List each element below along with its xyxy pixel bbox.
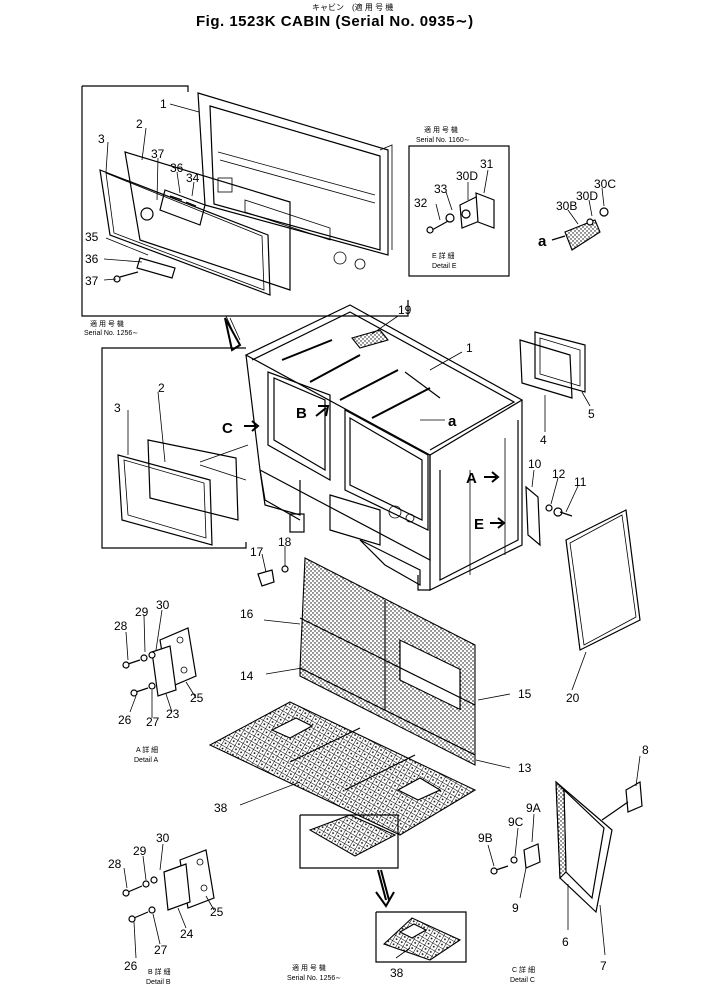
part-label-30B: 31	[480, 157, 494, 171]
part-label-30C: 32	[414, 196, 428, 210]
part-label-6: 6	[562, 935, 569, 949]
detail-a-label: Detail A	[134, 757, 158, 764]
letter-a-top: a	[538, 233, 547, 250]
part-label-10: 10	[528, 457, 542, 471]
detail-e-serial: Serial No. 1160∼	[416, 137, 470, 144]
arrow-e	[490, 517, 506, 529]
part-label-37-top: 37	[151, 147, 165, 161]
part-label-37-bottom: 37	[85, 274, 99, 288]
part-label-9B: 9B	[478, 831, 493, 845]
part-label-35: 35	[85, 230, 99, 244]
part-label-3-top: 3	[98, 132, 105, 146]
part-label-15: 15	[518, 687, 532, 701]
detail-a	[122, 609, 197, 718]
inset-top-left-serial-jp: 適 用 号 機	[90, 319, 124, 328]
arrow-a	[484, 471, 500, 483]
arrow-b	[315, 405, 330, 417]
part-label-31: 30B	[556, 199, 577, 213]
part-label-23: 23	[166, 707, 180, 721]
detail-e-label: Detail E	[432, 263, 457, 270]
part-label-1: 1	[466, 341, 473, 355]
letter-C: C	[222, 420, 233, 437]
bracket-assembly	[551, 187, 609, 251]
part-label-26-b: 26	[124, 959, 138, 973]
header-ruby: キャビン (適 用 号 機	[312, 2, 393, 12]
part-label-8: 8	[642, 743, 649, 757]
cabin-body	[127, 304, 641, 836]
detail-e-label-jp: E 詳 細	[432, 251, 455, 260]
detail-e-serial-jp: 適 用 号 機	[424, 125, 458, 134]
detail-e-box	[408, 145, 510, 277]
page-title: Fig. 1523K CABIN (Serial No. 0935∼)	[196, 13, 474, 30]
part-label-27-b: 27	[154, 943, 168, 957]
part-label-32: 30C	[594, 177, 616, 191]
part-label-14: 14	[240, 669, 254, 683]
part-label-3: 3	[114, 401, 121, 415]
part-label-13: 13	[518, 761, 532, 775]
arrow-c	[244, 420, 260, 432]
part-label-19: 19	[398, 303, 412, 317]
part-label-28-b: 28	[108, 857, 122, 871]
detail-c-label: Detail C	[510, 977, 535, 984]
detail-b	[122, 843, 215, 959]
part-label-38: 38	[214, 801, 228, 815]
part-label-17: 17	[250, 545, 264, 559]
part-label-29-a: 29	[135, 605, 149, 619]
part-label-30A: 30D	[456, 169, 478, 183]
detail-b-label: Detail B	[146, 979, 171, 986]
letter-E: E	[474, 516, 484, 533]
part-label-25-a: 25	[190, 691, 204, 705]
part-label-24: 24	[180, 927, 194, 941]
detail-c-label-jp: C 詳 細	[512, 965, 535, 974]
detail-c	[487, 755, 643, 956]
part-label-9: 9	[512, 901, 519, 915]
inset-left-window	[101, 347, 249, 549]
inset-floor-mat	[299, 814, 467, 963]
part-label-29-b: 29	[133, 844, 147, 858]
letter-A: A	[466, 470, 477, 487]
part-label-2: 2	[158, 381, 165, 395]
part-label-18: 18	[278, 535, 292, 549]
part-label-26-a: 26	[118, 713, 132, 727]
part-label-30D: 33	[434, 182, 448, 196]
detail-a-label-jp: A 詳 細	[136, 745, 158, 754]
part-label-9A: 9A	[526, 801, 541, 815]
letter-B: B	[296, 405, 307, 422]
part-label-25-b: 25	[210, 905, 224, 919]
part-label-5: 5	[588, 407, 595, 421]
part-label-1-top: 1	[160, 97, 167, 111]
part-label-4: 4	[540, 433, 547, 447]
part-label-27-a: 27	[146, 715, 160, 729]
part-label-30-a: 30	[156, 598, 170, 612]
letter-a-cabin: a	[448, 413, 457, 430]
bottom-serial-jp: 適 用 号 機	[292, 963, 326, 972]
detail-b-label-jp: B 詳 細	[148, 967, 171, 976]
part-label-33: 30D	[576, 189, 598, 203]
part-label-38-inset: 38	[390, 966, 404, 980]
part-label-9C: 9C	[508, 815, 524, 829]
part-label-20: 20	[566, 691, 580, 705]
inset-top-left-serial: Serial No. 1256∼	[84, 330, 138, 337]
part-label-2-top: 2	[136, 117, 143, 131]
part-label-34: 34	[186, 171, 200, 185]
part-label-30-b: 30	[156, 831, 170, 845]
part-label-12: 12	[552, 467, 566, 481]
bottom-serial: Serial No. 1256∼	[287, 975, 341, 982]
part-label-28-a: 28	[114, 619, 128, 633]
part-label-36-bottom: 36	[85, 252, 99, 266]
part-label-36-top: 36	[170, 161, 184, 175]
inset-rear-window	[81, 85, 409, 317]
part-label-11: 11	[574, 475, 587, 489]
part-label-7: 7	[600, 959, 607, 973]
part-label-16: 16	[240, 607, 254, 621]
